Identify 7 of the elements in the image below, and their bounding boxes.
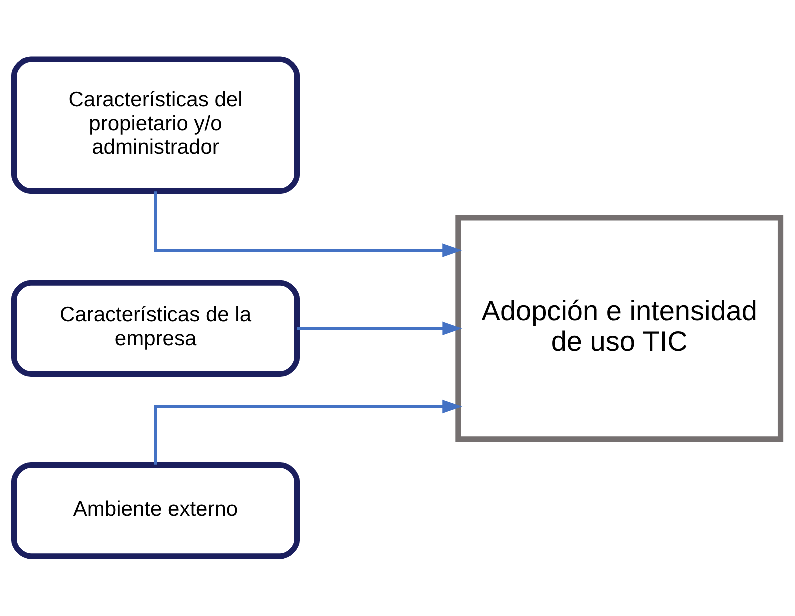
arrow xyxy=(154,192,462,258)
node-box: Ambiente externo xyxy=(11,462,300,560)
node-box: Características de la empresa xyxy=(11,280,300,378)
arrow xyxy=(154,400,462,465)
node-box: Adopción e intensidad de uso TIC xyxy=(456,215,784,442)
node-box: Características del propietario y/o administrador xyxy=(11,56,300,194)
arrow xyxy=(297,322,462,336)
